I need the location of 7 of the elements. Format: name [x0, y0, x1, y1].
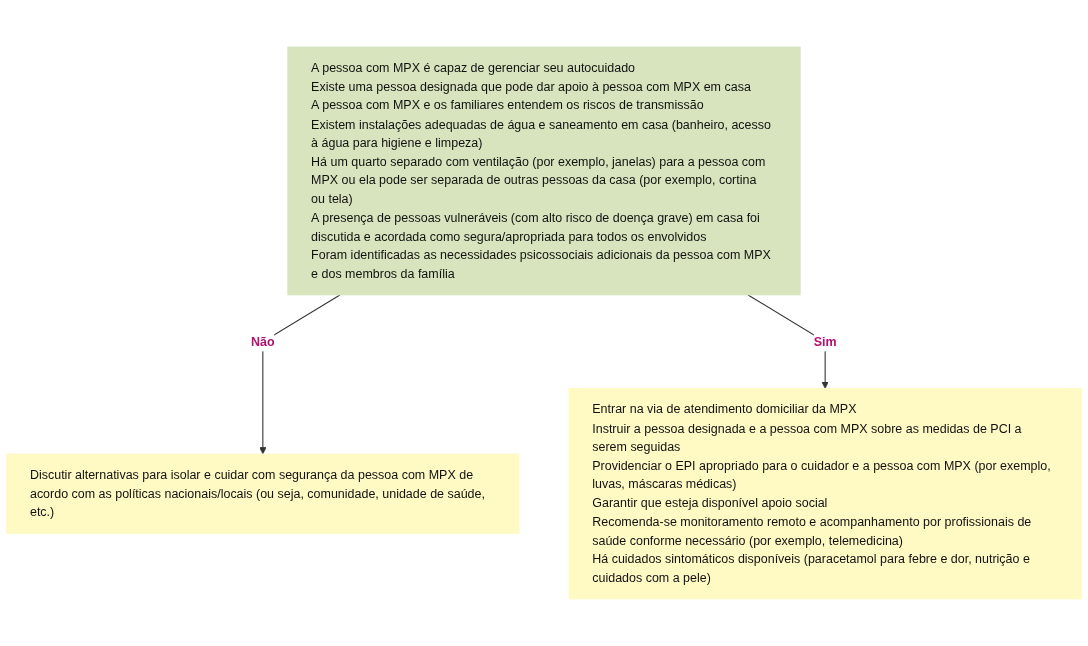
- node-box: A pessoa com MPX é capaz de gerenciar seu autocuidado Existe uma pessoa designada que pode dar apoio à pessoa com MPX em casa A pessoa com MPX e os familiares entendem os riscos de transmissão Existem instalações adequadas de água e saneamento em casa (banheiro, acesso à água para higiene e limpeza) Há um quarto separado com ventilação (por exemplo, janelas) para a pessoa com MPX ou ela pode ser separada de outras pessoas da casa (por exemplo, cortina ou tela) A presença de pessoas vulneráveis (com alto risco de doença grave) em casa foi discutida e acordada como segura/apropriada para todos os envolvidos Foram identificadas as necessidades psicossociais adicionais da pessoa com MPX e dos membros da família: [287, 46, 801, 296]
- arrow: [747, 294, 829, 389]
- edge-label: Não: [251, 334, 275, 349]
- arrow: [259, 294, 341, 455]
- node-box: Entrar na via de atendimento domiciliar da MPX Instruir a pessoa designada e a pessoa com MPX sobre as medidas de PCI a serem seguidas Providenciar o EPI apropriado para o cuidador e a pessoa com MPX (por exemplo, luvas, máscaras médicas) Garantir que esteja disponível apoio social Recomenda-se monitoramento remoto e acompanhamento por profissionais de saúde conforme necessário (por exemplo, telemedicina) Há cuidados sintomáticos disponíveis (paracetamol para febre e dor, nutrição e cuidados com a pele): [568, 388, 1082, 600]
- edge-label: Sim: [813, 334, 837, 349]
- node-box: Discutir alternativas para isolar e cuidar com segurança da pessoa com MPX de acordo com as políticas nacionais/locais (ou seja, comunidade, unidade de saúde, etc.): [6, 453, 520, 534]
